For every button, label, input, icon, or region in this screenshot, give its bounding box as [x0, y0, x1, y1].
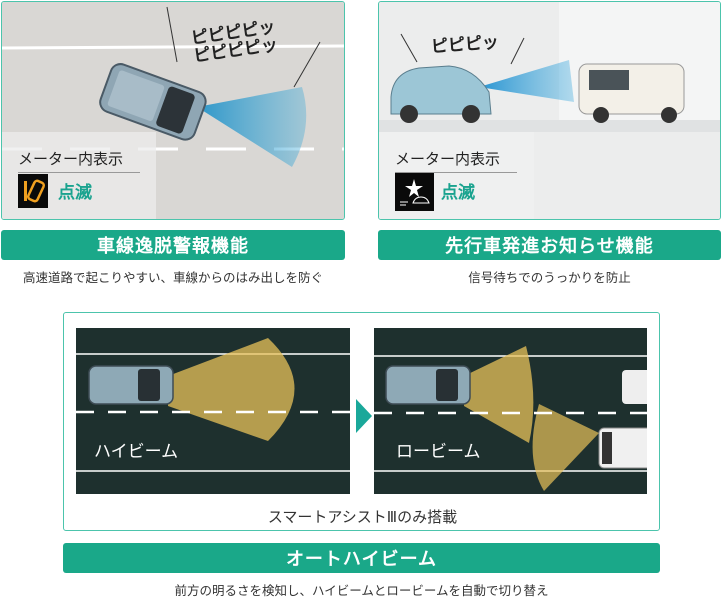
lead-car-departure-icon [395, 173, 434, 211]
lane-departure-illustration: ピピピピッ ピピピピッ メーター内表示 点滅 [1, 1, 345, 220]
equipment-note: スマートアシストⅢのみ搭載 [267, 508, 458, 526]
auto-high-beam-title: オートハイビーム [63, 543, 660, 573]
lead-car-start-illustration: ピピピッ メーター内表示 点滅 [378, 1, 721, 220]
lane-departure-title: 車線逸脱警報機能 [1, 230, 345, 260]
lane-departure-caption: 高速道路で起こりやすい、車線からのはみ出しを防ぐ [22, 270, 323, 285]
status-blink: 点滅 [441, 183, 475, 203]
high-beam-scene [76, 328, 350, 494]
street-scene [379, 2, 720, 219]
lane-departure-warning-icon [18, 174, 48, 208]
auto-high-beam-caption: 前方の明るさを検知し、ハイビームとロービームを自動で切り替え [174, 583, 549, 598]
lead-car-start-caption: 信号待ちでのうっかりを防止 [468, 270, 631, 285]
meter-label: メーター内表示 [395, 148, 517, 173]
status-blink: 点滅 [58, 183, 92, 203]
beep-text: ピピピッ [430, 32, 500, 58]
arrow-right-icon [356, 399, 372, 433]
lead-car-start-title: 先行車発進お知らせ機能 [378, 230, 721, 260]
low-beam-scene [374, 328, 647, 494]
high-beam-label: ハイビーム [94, 442, 179, 462]
low-beam-label: ロービーム [396, 442, 481, 462]
meter-display-box: メーター内表示 点滅 [2, 132, 156, 219]
meter-label: メーター内表示 [18, 148, 140, 173]
meter-display-box: メーター内表示 点滅 [379, 132, 534, 219]
auto-high-beam-box: ハイビーム ロービーム スマートアシストⅢのみ搭載 [63, 312, 660, 531]
